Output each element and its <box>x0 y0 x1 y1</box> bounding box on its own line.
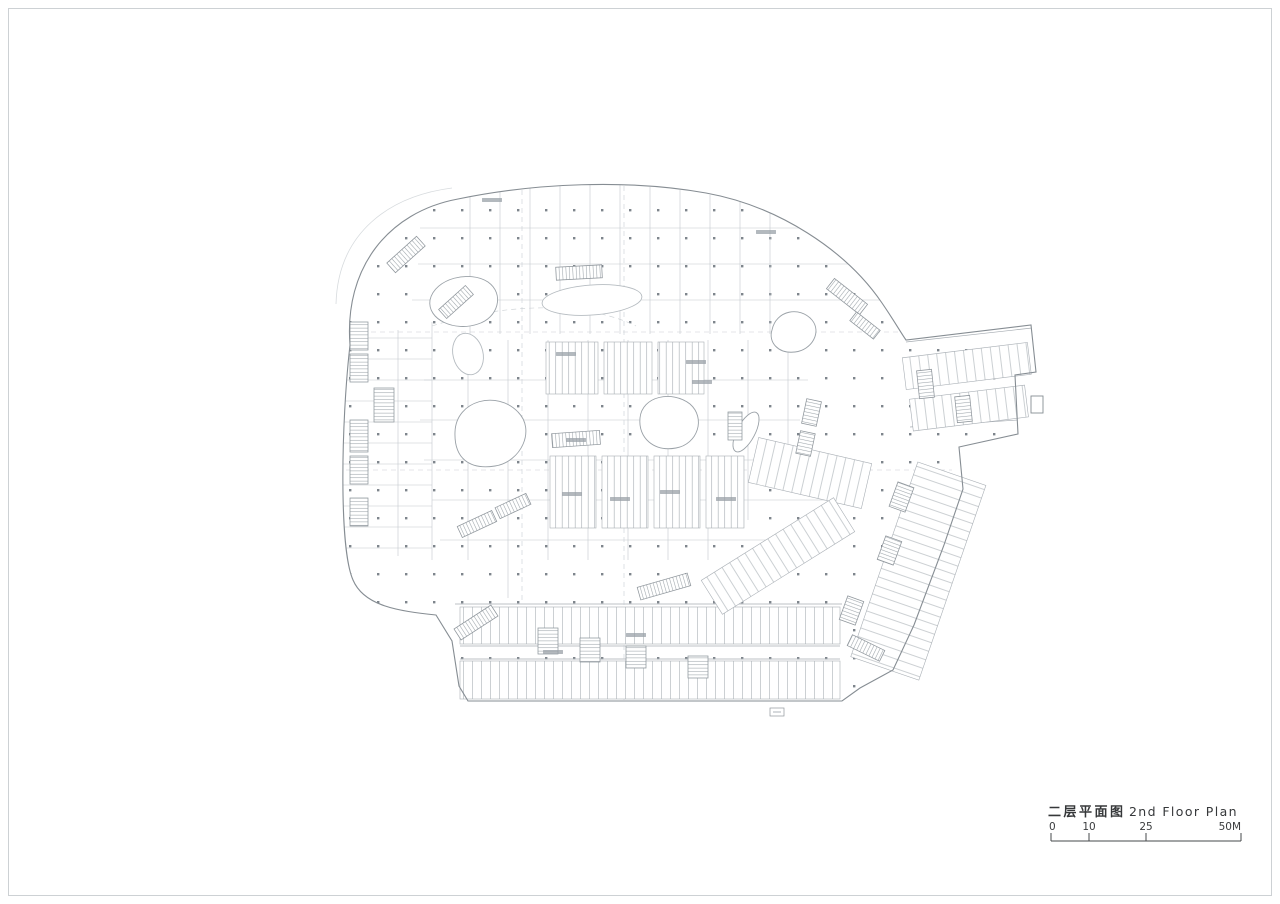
diagonal-band <box>700 497 856 615</box>
stair-core <box>888 481 915 513</box>
drawing-title-en: 2nd Floor Plan <box>1128 804 1238 819</box>
atrium-void <box>639 396 699 450</box>
room-label-blocks <box>482 198 776 654</box>
escalator <box>456 510 498 538</box>
retail-block <box>657 341 705 395</box>
unit-partition-bands <box>459 341 1032 700</box>
drawing-tag <box>769 707 785 717</box>
drawing-title-zh: 二层平面图 <box>1048 805 1126 820</box>
stair-core <box>687 655 709 679</box>
atrium-void <box>770 311 817 353</box>
stair-core <box>349 353 369 383</box>
scale-label-10: 10 <box>1082 821 1095 833</box>
stairs-and-escalators <box>349 235 973 679</box>
escalator <box>494 492 532 520</box>
scale-label-0: 0 <box>1049 821 1056 833</box>
escalator <box>636 572 692 601</box>
stair-core <box>838 595 865 626</box>
escalator <box>438 284 474 320</box>
atrium-void <box>454 399 527 468</box>
escalator <box>386 235 426 274</box>
escalator <box>555 264 603 281</box>
scale-bar: 0 10 25 50M <box>1049 821 1242 842</box>
wing-appendage <box>1030 395 1044 414</box>
escalator <box>846 634 886 662</box>
scale-label-50m: 50M <box>1219 821 1241 833</box>
stair-core <box>349 321 369 351</box>
stair-core <box>727 411 743 441</box>
retail-block <box>705 455 745 529</box>
stair-core <box>373 387 395 423</box>
escalator <box>453 604 499 641</box>
retail-band <box>459 606 841 645</box>
stair-core <box>795 430 816 457</box>
retail-block <box>601 455 649 529</box>
scale-bar-ticks <box>1050 833 1242 842</box>
scale-bar-labels: 0 10 25 50M <box>1049 821 1241 833</box>
title-block: 二层平面图 2nd Floor Plan <box>1048 801 1238 820</box>
stair-core <box>916 368 935 400</box>
mid-band <box>747 437 873 509</box>
stair-core <box>579 637 601 663</box>
stair-core <box>349 419 369 453</box>
scale-label-25: 25 <box>1139 821 1152 833</box>
retail-block <box>603 341 653 395</box>
stair-core <box>876 535 903 566</box>
stair-core <box>349 497 369 527</box>
escalator <box>849 311 881 340</box>
atrium-void <box>452 332 484 376</box>
stair-core <box>801 398 822 427</box>
retail-band <box>459 660 841 700</box>
stair-core <box>349 455 369 485</box>
corridor-void <box>541 284 643 316</box>
escalator <box>825 277 869 316</box>
stair-core <box>954 394 973 424</box>
retail-block <box>545 341 599 395</box>
canopy-line <box>335 187 453 305</box>
stair-core <box>625 645 647 669</box>
